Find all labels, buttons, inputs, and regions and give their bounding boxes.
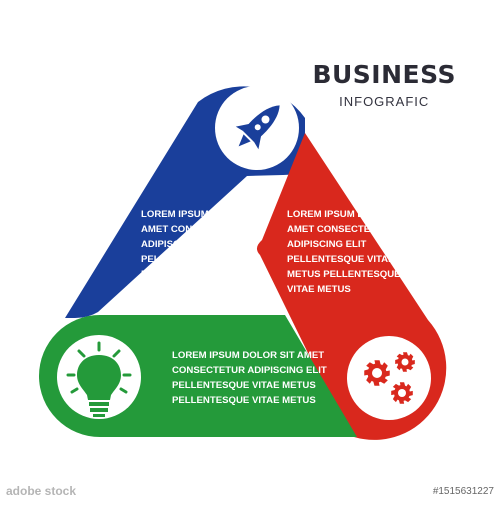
text-line: CONSECTETUR ADIPISCING ELIT [172, 365, 327, 376]
text-line: PELLENTESQUE VITAE METUS [172, 380, 316, 391]
text-line: LOREM IPSUM DOLOR [141, 209, 246, 220]
red-icon-disc [347, 336, 431, 420]
text-line: AMET CONSECTETUR [287, 224, 390, 235]
green-segment-text: LOREM IPSUM DOLOR SIT AMET CONSECTETUR A… [172, 348, 327, 408]
gear-hole [398, 389, 406, 397]
rocket-icon [235, 105, 280, 150]
text-line: VITAE METUS [141, 284, 205, 295]
blue-segment-text: LOREM IPSUM DOLOR AMET CONSECTETUR ADIPI… [141, 207, 255, 297]
gears-icon [364, 352, 415, 404]
gear-hole [372, 368, 382, 378]
page-title: BUSINESS [312, 60, 456, 89]
gear-hole [401, 358, 409, 366]
lightbulb-icon [66, 341, 132, 417]
text-line: METUS PELLENTESQUE [287, 269, 401, 280]
text-line: LOREM IPSUM DOLOR [287, 209, 392, 220]
text-line: VITAE METUS [287, 284, 351, 295]
text-line: PELLENTESQUE VITAE [141, 254, 249, 265]
text-line: PELLENTESQUE VITAE [287, 254, 395, 265]
stock-logo: adobe stock [6, 484, 77, 498]
text-line: AMET CONSECTETUR [141, 224, 244, 235]
text-line: ADIPISCING ELIT [141, 239, 221, 250]
text-line: LOREM IPSUM DOLOR SIT AMET [172, 350, 325, 361]
text-line: PELLENTESQUE VITAE METUS [172, 395, 316, 406]
text-line: METUS PELLENTESQUE [141, 269, 255, 280]
text-line: ADIPISCING ELIT [287, 239, 367, 250]
title-block: BUSINESS INFOGRAFIC [312, 62, 456, 109]
red-segment-text: LOREM IPSUM DOLOR AMET CONSECTETUR ADIPI… [287, 207, 401, 297]
footer-bar: adobe stock #1515631227 [0, 480, 500, 500]
page-subtitle: INFOGRAFIC [339, 94, 430, 109]
image-id-label: #1515631227 [432, 486, 494, 497]
